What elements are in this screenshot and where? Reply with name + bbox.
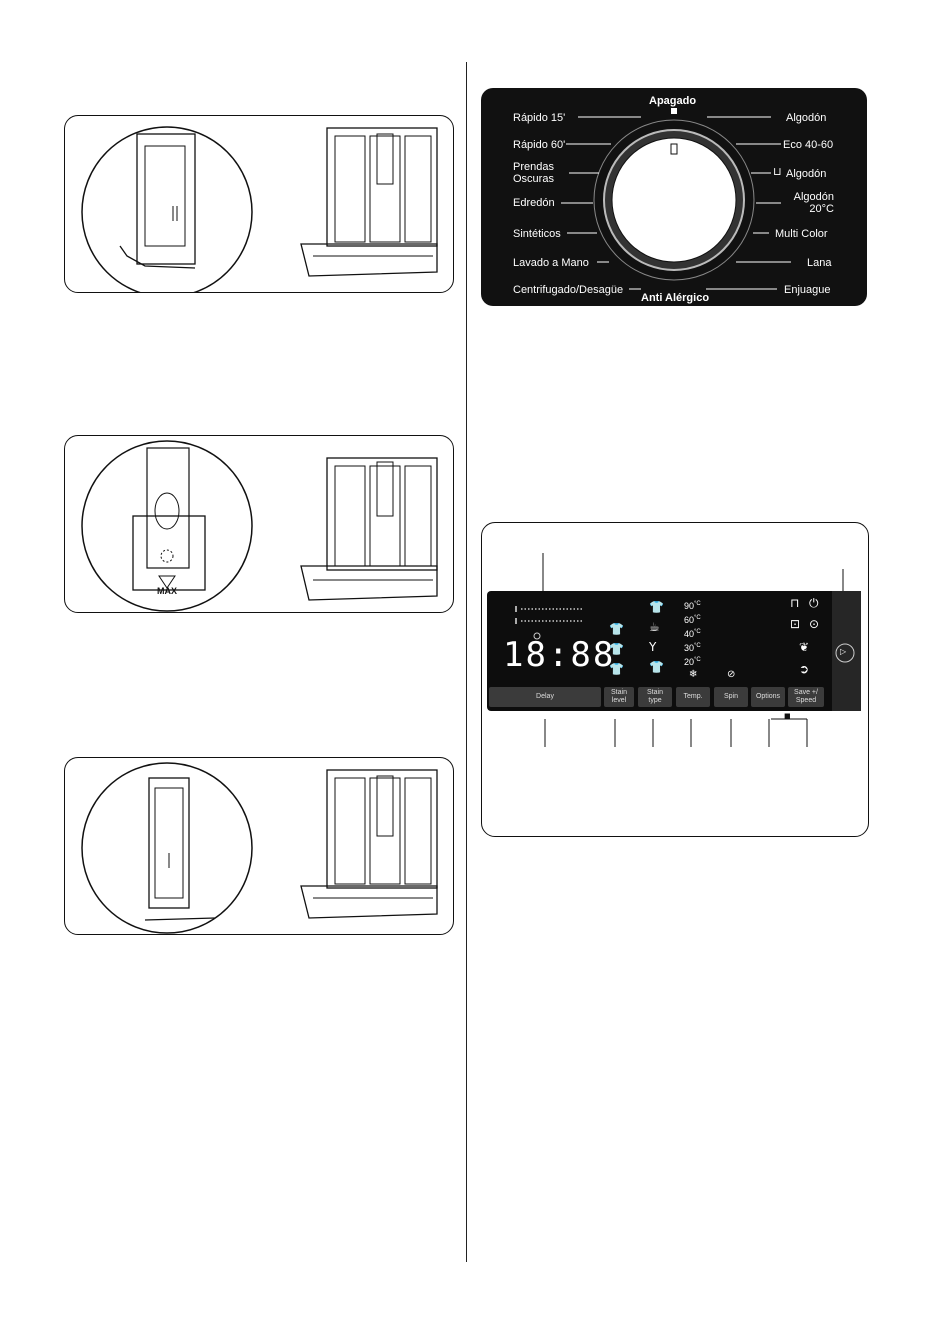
speed-icon: ➲ — [799, 662, 810, 676]
shirt-stain-icon-3: 👕 — [609, 662, 624, 676]
program-eco-40-60: Eco 40-60 — [783, 139, 834, 151]
prewash-icon: ⊡ — [790, 617, 801, 631]
dispenser-illustration-2 — [81, 440, 438, 612]
display-graphics — [515, 591, 861, 711]
figure-dispenser-2: MAX — [64, 435, 454, 613]
eco-leaf-icon: ❦ — [799, 640, 810, 654]
child-lock-icon: ■ — [784, 712, 791, 720]
tap-icon: ⊓ — [790, 596, 800, 610]
delay-button[interactable]: Delay — [489, 687, 601, 707]
start-pause-icon: ▷ — [840, 647, 847, 656]
temp-90: 90°C — [684, 601, 701, 611]
program-anti-alergico: Anti Alérgico — [641, 292, 710, 304]
figure-dispenser-1 — [64, 115, 454, 293]
control-panel-figure: 18:88 👕 👕 👕 👕 ☕ Y 👕 90°C 60°C 40°C 30°C … — [481, 522, 869, 837]
program-centrifugado: Centrifugado/Desagüe — [513, 284, 624, 296]
shirt-stain-icon: 👕 — [609, 622, 624, 636]
program-apagado: Apagado — [649, 95, 697, 107]
temp-30: 30°C — [684, 643, 701, 653]
options-button[interactable]: Options — [751, 687, 785, 707]
figure-dispenser-3 — [64, 757, 454, 935]
snowflake-icon: ❄ — [689, 669, 698, 680]
temp-20: 20°C — [684, 657, 701, 667]
stain-level-button[interactable]: Stain level — [604, 687, 634, 707]
save-speed-button[interactable]: Save +/ Speed — [788, 687, 824, 707]
program-lana: Lana — [807, 257, 832, 269]
glass-icon: Y — [649, 640, 657, 654]
program-algodon-prewash: Algodón — [786, 168, 827, 180]
program-knob — [561, 108, 791, 290]
no-spin-icon: ⊘ — [727, 669, 736, 680]
program-algodon-20c: Algodón 20°C — [793, 191, 834, 215]
dispenser-illustration-1 — [81, 126, 438, 292]
program-rapido-60: Rápido 60' — [513, 139, 566, 151]
program-prendas-oscuras: Prendas Oscuras — [513, 161, 554, 185]
dispenser-illustration-3 — [81, 762, 438, 934]
temp-button[interactable]: Temp. — [676, 687, 710, 707]
program-multi-color: Multi Color — [775, 228, 828, 240]
callout-lines — [542, 553, 844, 747]
rinse-icon: ⊙ — [809, 617, 820, 631]
cup-icon: ☕ — [649, 620, 660, 634]
program-edredon: Edredón — [513, 197, 555, 209]
program-lavado-a-mano: Lavado a Mano — [513, 257, 589, 269]
stain-type-button[interactable]: Stain type — [638, 687, 672, 707]
program-dial-panel: Apagado Anti Alérgico Rápido 15' Rápido … — [481, 88, 867, 306]
spin-button[interactable]: Spin — [714, 687, 748, 707]
program-algodon: Algodón — [786, 112, 827, 124]
program-rapido-15: Rápido 15' — [513, 112, 566, 124]
shirt-stain-icon-2: 👕 — [609, 642, 624, 656]
temp-40: 40°C — [684, 629, 701, 639]
shirt-grass-icon: 👕 — [649, 660, 664, 674]
max-label: MAX — [157, 586, 177, 596]
temp-60: 60°C — [684, 615, 701, 625]
program-sinteticos: Sintéticos — [513, 228, 561, 240]
shirt-icon: 👕 — [649, 600, 664, 614]
power-icon: ⏻ — [809, 596, 819, 610]
tub-icon: ⊔ — [773, 166, 782, 178]
display-panel: 18:88 👕 👕 👕 👕 ☕ Y 👕 90°C 60°C 40°C 30°C … — [487, 591, 861, 711]
column-divider — [466, 62, 467, 1262]
program-enjuague: Enjuague — [784, 284, 831, 296]
time-display: 18:88 — [503, 635, 616, 675]
